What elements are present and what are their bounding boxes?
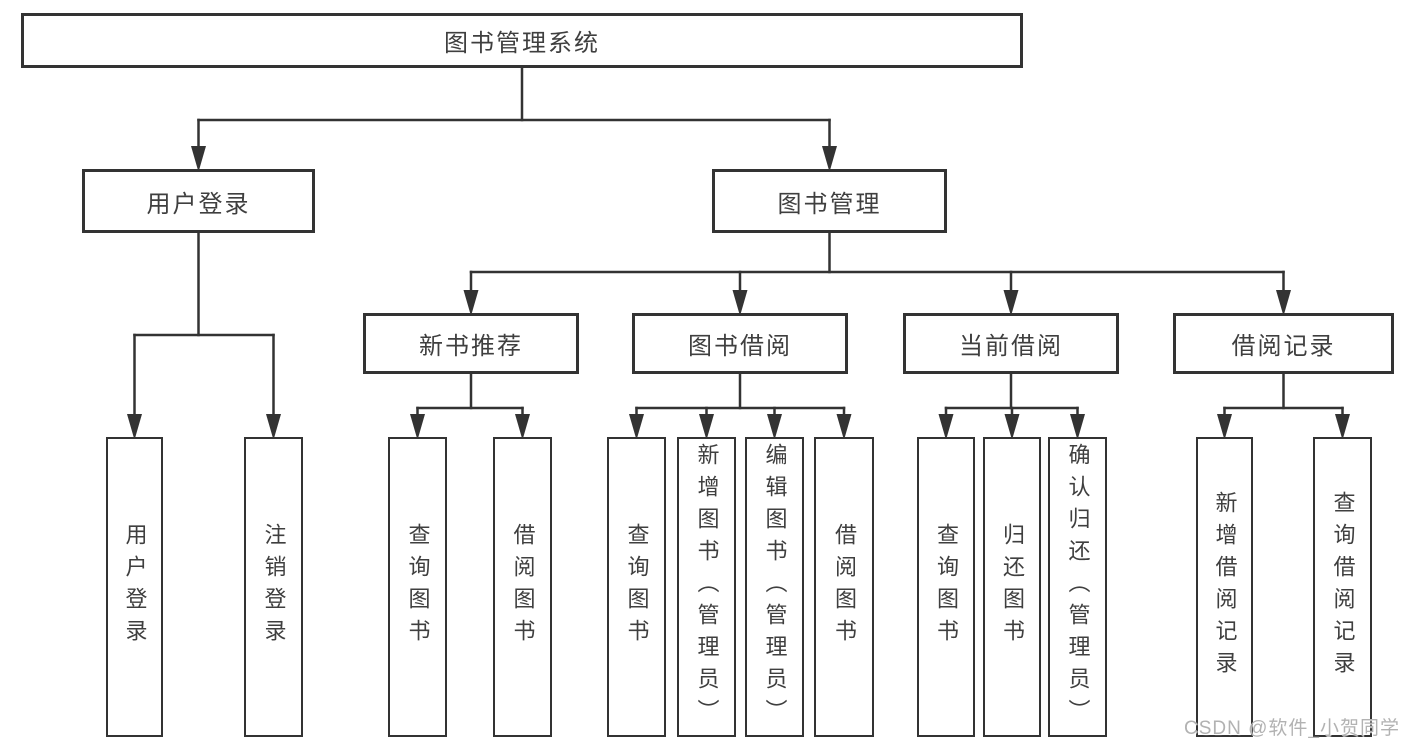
node-label: 新书推荐 <box>419 333 523 360</box>
arrowhead-icon <box>191 146 206 172</box>
node-new-book-rec: 新书推荐 <box>363 313 579 374</box>
node-label: 查询图书 <box>405 523 431 651</box>
node-br-query-record: 查询借阅记录 <box>1313 437 1372 737</box>
node-rec-query-book: 查询图书 <box>388 437 447 737</box>
node-user-login: 用户登录 <box>82 169 315 233</box>
node-label: 借阅图书 <box>832 523 857 651</box>
node-label: 新增借阅记录 <box>1212 491 1238 683</box>
node-label: 图书管理 <box>777 190 882 218</box>
node-label: 查询图书 <box>624 523 650 651</box>
node-label: 编辑图书（管理员） <box>762 443 788 731</box>
arrowhead-icon <box>629 414 644 440</box>
arrowhead-icon <box>732 290 748 316</box>
arrowhead-icon <box>1217 414 1232 440</box>
arrowhead-icon <box>767 414 782 440</box>
node-borrow-record: 借阅记录 <box>1173 313 1394 374</box>
arrowhead-icon <box>127 414 142 440</box>
node-label: 图书借阅 <box>688 333 792 360</box>
node-bb-add-book: 新增图书（管理员） <box>677 437 736 737</box>
node-current-borrow: 当前借阅 <box>903 313 1119 374</box>
arrowhead-icon <box>699 414 714 440</box>
node-label: 用户登录 <box>122 523 148 651</box>
node-br-add-record: 新增借阅记录 <box>1196 437 1253 737</box>
arrowhead-icon <box>1276 290 1291 316</box>
arrowhead-icon <box>1004 414 1020 440</box>
node-logout: 注销登录 <box>244 437 303 737</box>
node-login: 用户登录 <box>106 437 163 737</box>
node-root: 图书管理系统 <box>21 13 1023 68</box>
node-bb-borrow-book: 借阅图书 <box>814 437 874 737</box>
arrowhead-icon <box>1070 414 1085 440</box>
node-bb-query-book: 查询图书 <box>607 437 666 737</box>
arrowhead-icon <box>410 414 425 440</box>
arrowhead-icon <box>836 414 852 440</box>
node-book-borrow: 图书借阅 <box>632 313 848 374</box>
node-label: 确认归还（管理员） <box>1065 443 1091 731</box>
node-label: 查询借阅记录 <box>1330 491 1356 683</box>
node-rec-borrow-book: 借阅图书 <box>493 437 552 737</box>
node-cb-return-book: 归还图书 <box>983 437 1041 737</box>
node-label: 归还图书 <box>1000 523 1025 651</box>
watermark-text: CSDN @软件_小贺同学 <box>1184 718 1400 739</box>
node-book-mgmt: 图书管理 <box>712 169 947 233</box>
node-label: 图书管理系统 <box>444 30 600 57</box>
arrowhead-icon <box>515 414 530 440</box>
arrowhead-icon <box>266 414 281 440</box>
arrowhead-icon <box>1003 290 1019 316</box>
node-label: 查询图书 <box>934 523 959 651</box>
node-label: 注销登录 <box>261 523 287 651</box>
node-label: 借阅记录 <box>1231 333 1336 360</box>
node-bb-edit-book: 编辑图书（管理员） <box>745 437 804 737</box>
node-label: 借阅图书 <box>510 523 536 651</box>
arrowhead-icon <box>463 290 479 316</box>
arrowhead-icon <box>822 146 837 172</box>
node-cb-confirm-return: 确认归还（管理员） <box>1048 437 1107 737</box>
arrowhead-icon <box>938 414 954 440</box>
node-label: 用户登录 <box>146 190 251 218</box>
node-cb-query-book: 查询图书 <box>917 437 975 737</box>
arrowhead-icon <box>1335 414 1350 440</box>
node-label: 当前借阅 <box>959 333 1063 360</box>
node-label: 新增图书（管理员） <box>694 443 720 731</box>
